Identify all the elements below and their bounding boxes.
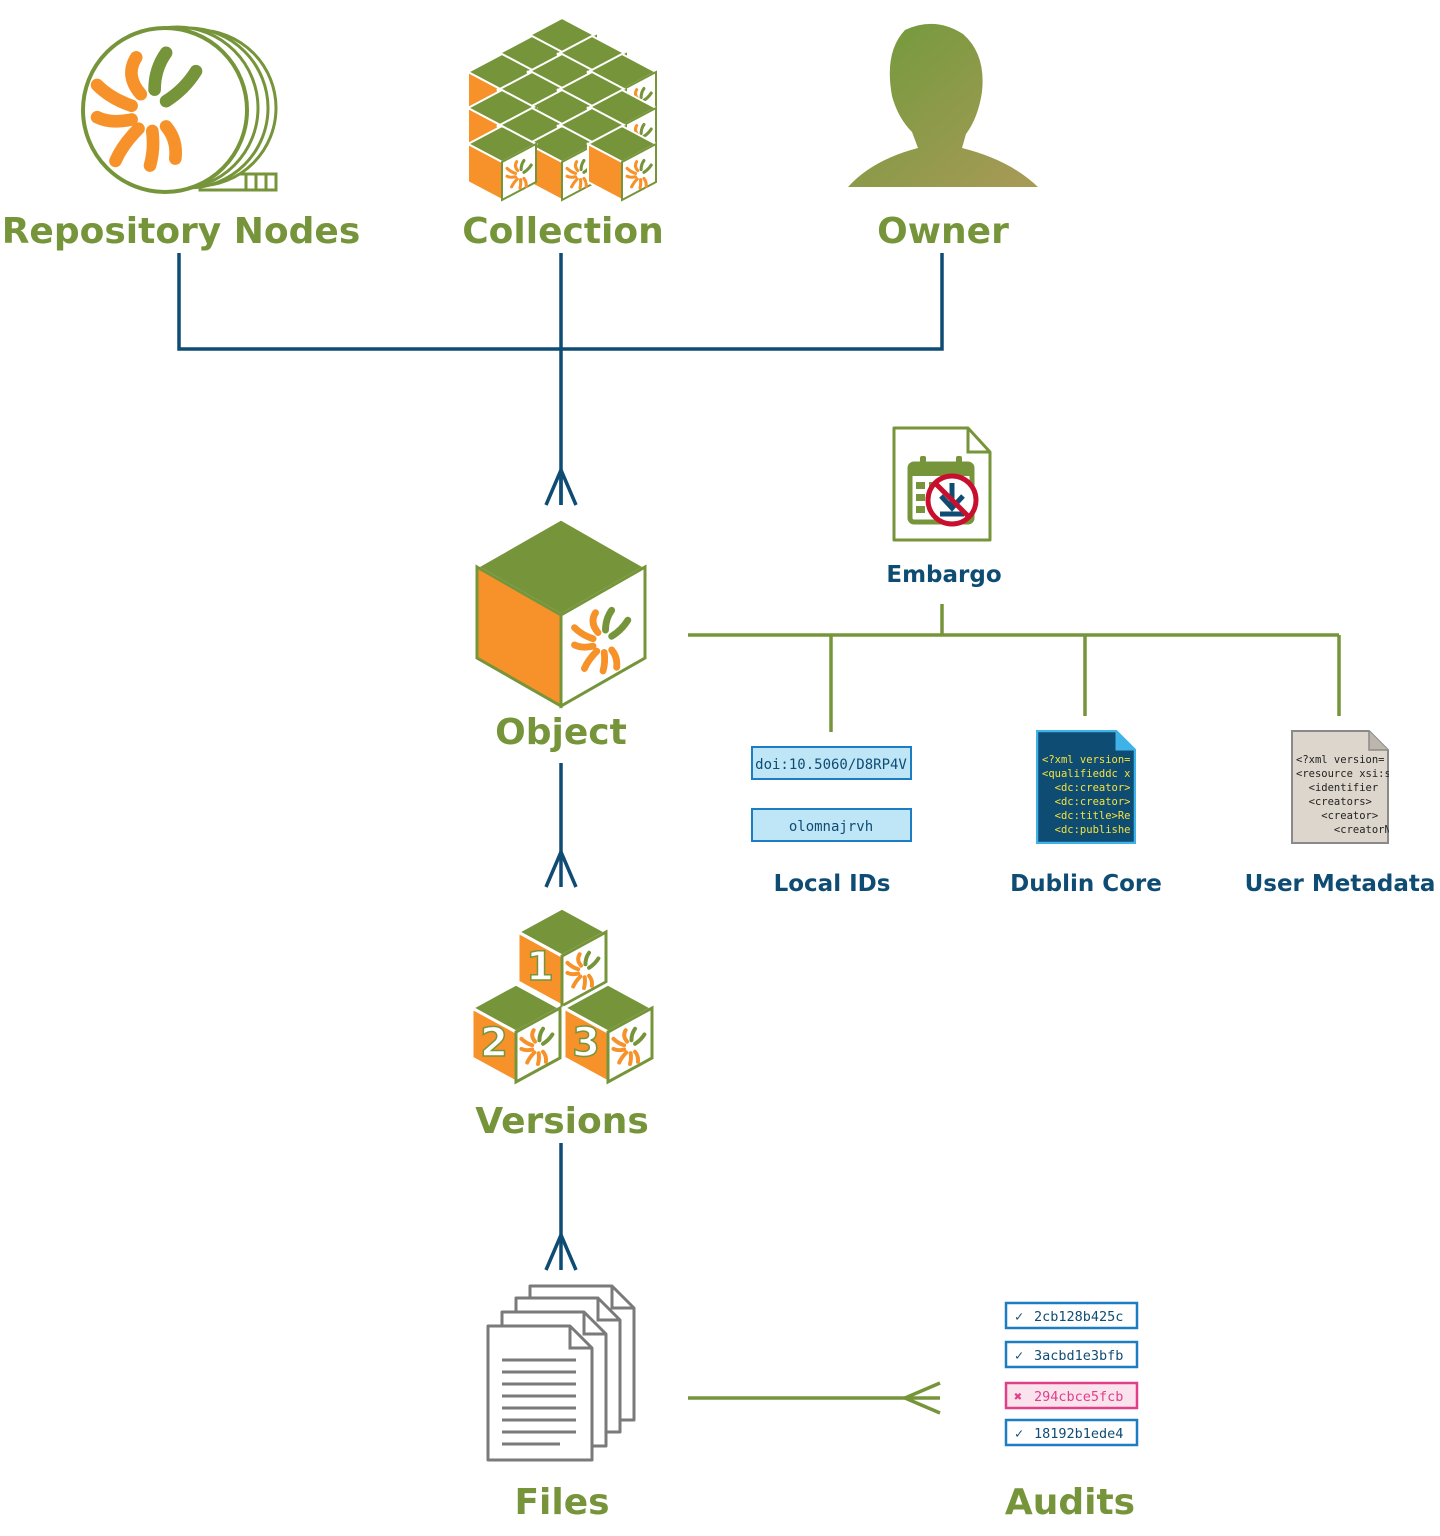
files-node[interactable]: Files [486, 1284, 636, 1523]
audit-hash: 3acbd1e3bfb [1034, 1348, 1123, 1364]
user-metadata-node[interactable]: <?xml version= <resource xsi:s <identifi… [1245, 730, 1436, 897]
local-id-ark: olomnajrvh [789, 819, 873, 835]
version-number-3: 3 [572, 1020, 600, 1066]
version-number-1: 1 [526, 944, 554, 990]
documents-stack-icon [486, 1284, 636, 1462]
object-node[interactable]: Object [473, 517, 649, 753]
audit-hash: 18192b1ede4 [1034, 1426, 1123, 1442]
owner-label: Owner [877, 211, 1009, 252]
embargo-node[interactable]: Embargo [886, 426, 1002, 588]
files-label: Files [514, 1482, 609, 1523]
dublin-core-line: <dc:creator> [1042, 782, 1131, 794]
user-metadata-line: <creatorN [1296, 824, 1391, 836]
collection-label: Collection [462, 211, 664, 252]
embargo-calendar-icon [892, 426, 992, 542]
dublin-core-line: <?xml version= [1042, 754, 1131, 766]
check-icon: ✓ [1015, 1426, 1023, 1442]
versions-label: Versions [475, 1101, 649, 1142]
person-silhouette-icon [848, 23, 1038, 187]
crowfoot-object-icon [544, 469, 578, 506]
versions-node[interactable]: 1 2 3 Versions [472, 908, 652, 1142]
audits-label: Audits [1005, 1482, 1135, 1523]
user-metadata-line: <creators> [1296, 796, 1372, 808]
audit-hash: 2cb128b425c [1034, 1309, 1123, 1325]
object-label: Object [495, 712, 627, 753]
dublin-core-document-icon: <?xml version= <qualifieddc x <dc:creato… [1036, 730, 1136, 844]
user-metadata-line: <?xml version= [1296, 754, 1385, 766]
audit-row: ✓ 2cb128b425c [1004, 1301, 1139, 1330]
version-cubes-icon: 1 2 3 [472, 908, 652, 1082]
repository-nodes-node[interactable]: Repository Nodes [2, 25, 361, 252]
audit-row: ✓ 3acbd1e3bfb [1004, 1340, 1139, 1369]
crowfoot-files-icon [544, 1234, 578, 1271]
connector-lines [177, 253, 1341, 1415]
crowfoot-audits-icon [904, 1381, 941, 1415]
crowfoot-versions-icon [544, 851, 578, 888]
audit-row: ✓ 18192b1ede4 [1004, 1418, 1139, 1447]
storage-disk-icon [81, 25, 278, 194]
local-ids-label: Local IDs [774, 871, 891, 897]
check-icon: ✓ [1015, 1309, 1023, 1325]
cube-stack-icon [468, 18, 656, 200]
user-metadata-document-icon: <?xml version= <resource xsi:s <identifi… [1291, 730, 1391, 844]
user-metadata-line: <resource xsi:s [1296, 768, 1391, 780]
dublin-core-node[interactable]: <?xml version= <qualifieddc x <dc:creato… [1010, 730, 1162, 897]
owner-node[interactable]: Owner [848, 23, 1038, 252]
check-icon: ✓ [1015, 1348, 1023, 1364]
cube-icon [473, 517, 649, 709]
dublin-core-line: <dc:title>Re [1042, 810, 1131, 822]
versions-files-connector [544, 1143, 578, 1271]
local-id-doi: doi:10.5060/D8RP4V [755, 757, 907, 773]
audit-row-failed: ✖ 294cbce5fcb [1004, 1381, 1139, 1410]
dublin-core-line: <dc:creator> [1042, 796, 1131, 808]
user-metadata-line: <identifier [1296, 782, 1378, 794]
collection-node[interactable]: Collection [462, 18, 664, 252]
object-versions-connector [544, 763, 578, 888]
user-metadata-line: <creator> [1296, 810, 1378, 822]
version-number-2: 2 [480, 1020, 508, 1066]
embargo-label: Embargo [886, 562, 1001, 588]
user-metadata-label: User Metadata [1245, 871, 1436, 897]
repository-nodes-label: Repository Nodes [2, 211, 361, 252]
metadata-connector [688, 604, 1341, 732]
local-ids-node[interactable]: doi:10.5060/D8RP4V olomnajrvh Local IDs [751, 746, 912, 897]
files-audits-connector [688, 1381, 941, 1415]
dublin-core-line: <dc:publishe [1042, 824, 1131, 836]
ownership-connector [177, 253, 944, 506]
dublin-core-line: <qualifieddc x [1042, 768, 1131, 780]
audits-node[interactable]: ✓ 2cb128b425c ✓ 3acbd1e3bfb ✖ 294cbce5fc… [1004, 1301, 1139, 1523]
audit-hash: 294cbce5fcb [1034, 1389, 1123, 1405]
dublin-core-label: Dublin Core [1010, 871, 1162, 897]
fail-icon: ✖ [1014, 1389, 1022, 1405]
